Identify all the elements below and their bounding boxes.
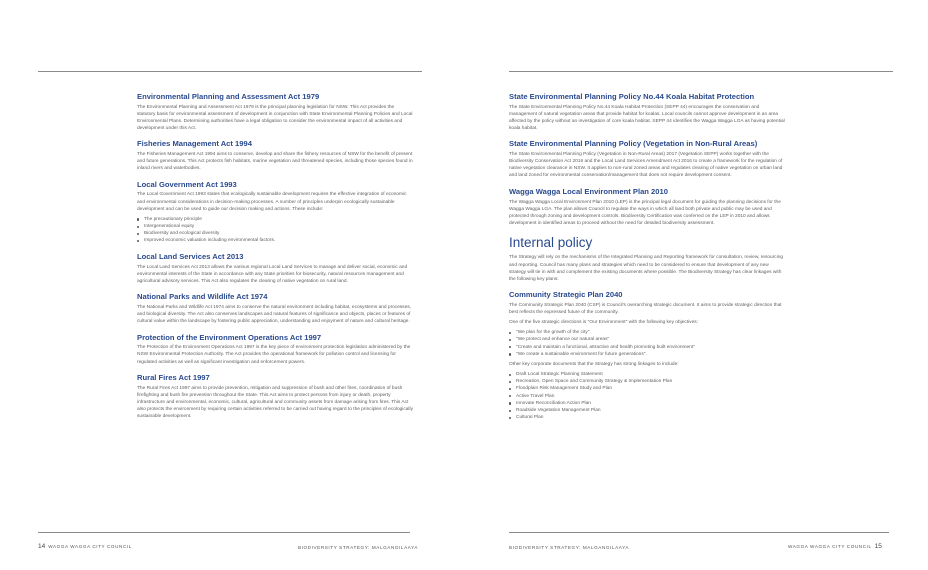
section-body: The National Parks and Wildlife Act 1974… bbox=[137, 305, 412, 325]
section-local-government-act: Local Government Act 1993 The Local Gove… bbox=[137, 179, 413, 245]
section-vegetation-sepp: State Environmental Planning Policy (Veg… bbox=[509, 140, 785, 179]
footer-doc-title: BIODIVERSITY STRATEGY: MALGANGILAAYA bbox=[298, 545, 419, 550]
list-item: Innovate Reconciliation Action Plan bbox=[509, 400, 785, 407]
list-item: The precautionary principle bbox=[137, 216, 413, 223]
section-wagga-lep: Wagga Wagga Local Environment Plan 2010 … bbox=[509, 186, 785, 227]
section-body: The Fisheries Management Act 1994 aims t… bbox=[137, 152, 413, 172]
internal-policy-title: Internal policy bbox=[509, 235, 593, 251]
list-item: "We plan for the growth of the city" bbox=[509, 329, 785, 336]
section-local-land-services-act: Local Land Services Act 2013 The Local L… bbox=[137, 252, 413, 285]
section-heading: State Environmental Planning Policy No.4… bbox=[509, 92, 755, 101]
list-item: Floodplain Risk Management Study and Pla… bbox=[509, 385, 785, 392]
internal-policy-intro: The Strategy will rely on the mechanisms… bbox=[509, 255, 784, 282]
objectives-list: "We plan for the growth of the city" "We… bbox=[509, 329, 785, 358]
list-item: "We protect and enhance our natural area… bbox=[509, 336, 785, 343]
documents-list: Draft Local Strategic Planning Statement… bbox=[509, 371, 785, 421]
section-body: The State Environmental Planning Policy … bbox=[509, 152, 783, 179]
footer-right-doc: BIODIVERSITY STRATEGY: MALGANGILAAYA bbox=[509, 545, 629, 550]
page-number-right: 15 bbox=[874, 543, 882, 550]
section-body: Other key corporate documents that the S… bbox=[509, 361, 679, 367]
section-rural-fires-act: Rural Fires Act 1997 The Rural Fires Act… bbox=[137, 374, 413, 420]
bottom-rule-right bbox=[509, 532, 889, 533]
list-item: Draft Local Strategic Planning Statement bbox=[509, 371, 785, 378]
top-rule-right bbox=[509, 71, 893, 72]
section-body: One of the five strategic directions is … bbox=[509, 320, 698, 326]
section-sepp-44: State Environmental Planning Policy No.4… bbox=[509, 92, 785, 132]
section-body: The Local Government Act 1993 states tha… bbox=[137, 192, 407, 212]
footer-left-doc: BIODIVERSITY STRATEGY: MALGANGILAAYA bbox=[298, 545, 418, 550]
section-community-strategic-plan: Community Strategic Plan 2040 The Commun… bbox=[509, 291, 785, 421]
list-item: Roadside Vegetation Management Plan bbox=[509, 407, 785, 414]
section-heading: Protection of the Environment Operations… bbox=[137, 332, 322, 342]
list-item: Improved economic valuation including en… bbox=[137, 237, 413, 244]
section-fisheries-act: Fisheries Management Act 1994 The Fisher… bbox=[137, 140, 413, 172]
section-body: The Rural Fires Act 1997 aims to provide… bbox=[137, 385, 413, 420]
section-heading: Rural Fires Act 1997 bbox=[137, 373, 210, 383]
footer-org-name: WAGGA WAGGA CITY COUNCIL bbox=[48, 544, 132, 549]
section-epa-act: Environmental Planning and Assessment Ac… bbox=[137, 92, 413, 132]
section-heading: Community Strategic Plan 2040 bbox=[509, 290, 623, 300]
internal-policy-intro-block: The Strategy will rely on the mechanisms… bbox=[509, 254, 785, 282]
section-heading: National Parks and Wildlife Act 1974 bbox=[137, 292, 268, 302]
section-body: The State Environmental Planning Policy … bbox=[509, 104, 785, 131]
section-body: The Community Strategic Plan 2040 (CSP) … bbox=[509, 302, 782, 315]
section-heading: Environmental Planning and Assessment Ac… bbox=[137, 92, 320, 101]
section-body: The Environmental Planning and Assessmen… bbox=[137, 104, 413, 131]
footer-doc-title: BIODIVERSITY STRATEGY: MALGANGILAAYA bbox=[509, 545, 630, 550]
principles-list: The precautionary principle Intergenerat… bbox=[137, 216, 413, 245]
left-column: Environmental Planning and Assessment Ac… bbox=[137, 92, 413, 429]
list-item: Cultural Plan bbox=[509, 414, 785, 421]
list-item: "Create and maintain a functional, attra… bbox=[509, 344, 785, 351]
section-heading: Wagga Wagga Local Environment Plan 2010 bbox=[509, 186, 668, 196]
section-heading: Local Land Services Act 2013 bbox=[137, 252, 244, 262]
page-number-left: 14 bbox=[38, 543, 46, 550]
bottom-rule-left bbox=[38, 532, 410, 533]
section-heading: State Environmental Planning Policy (Veg… bbox=[509, 139, 758, 149]
right-column: State Environmental Planning Policy No.4… bbox=[509, 92, 785, 430]
list-item: Active Travel Plan bbox=[509, 393, 785, 400]
section-national-parks-act: National Parks and Wildlife Act 1974 The… bbox=[137, 293, 413, 325]
section-heading: Fisheries Management Act 1994 bbox=[137, 139, 252, 149]
section-body: The Protection of the Environment Operat… bbox=[137, 345, 411, 365]
section-heading: Local Government Act 1993 bbox=[137, 179, 237, 189]
section-poeo-act: Protection of the Environment Operations… bbox=[137, 332, 413, 366]
list-item: Biodiversity and ecological diversity bbox=[137, 230, 413, 237]
top-rule-left bbox=[38, 71, 422, 72]
footer-org-name: WAGGA WAGGA CITY COUNCIL bbox=[788, 544, 872, 549]
section-body: The Local Land Services Act 2013 allows … bbox=[137, 264, 408, 284]
list-item: Intergenerational equity bbox=[137, 223, 413, 230]
section-body: The Wagga Wagga Local Environment Plan 2… bbox=[509, 199, 781, 226]
list-item: Recreation, Open Space and Community Str… bbox=[509, 378, 785, 385]
list-item: "We create a sustainable environment for… bbox=[509, 351, 785, 358]
